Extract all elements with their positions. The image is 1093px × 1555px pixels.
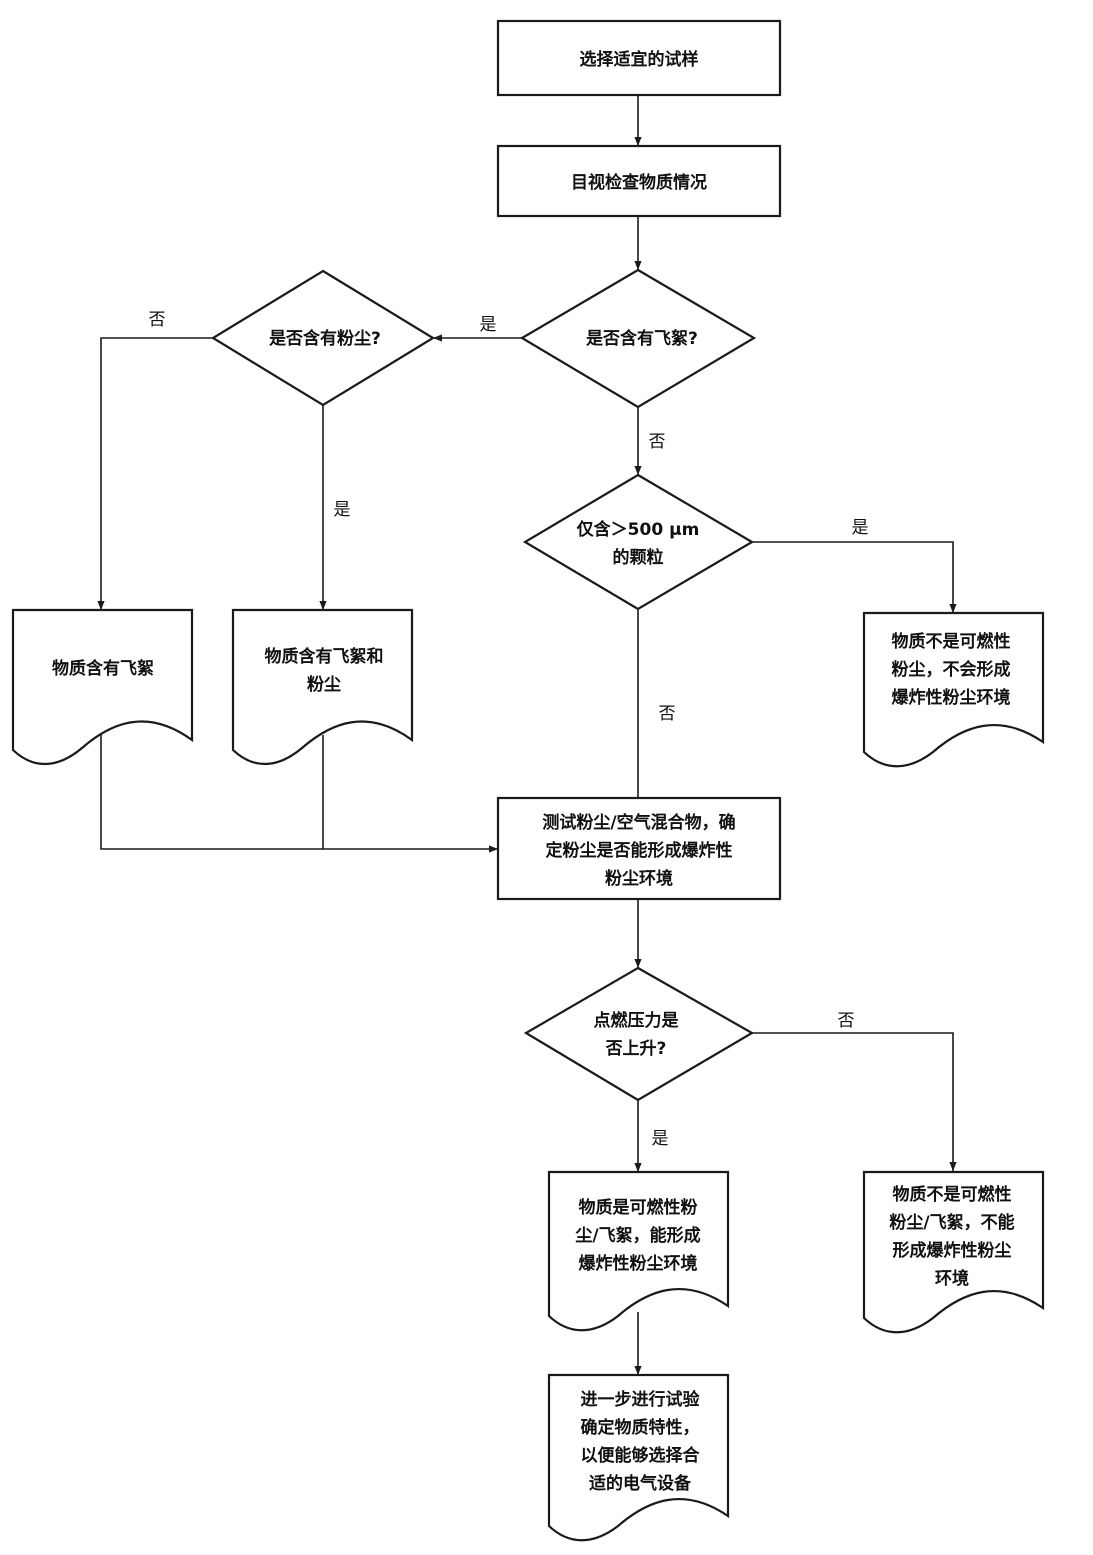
label-dust-yes: 是 bbox=[334, 500, 351, 520]
doc-not-combustible: 物质不是可燃性粉尘，不会形成爆炸性粉尘环境 bbox=[862, 611, 1045, 768]
decision-has-dust: 是否含有粉尘? bbox=[210, 269, 436, 407]
text-line: 粉尘环境 bbox=[605, 868, 673, 889]
text-line: 点燃压力是 bbox=[594, 1010, 679, 1031]
text-line: 测试粉尘/空气混合物，确 bbox=[542, 812, 735, 833]
text-line: 尘/飞絮，能形成 bbox=[575, 1225, 700, 1246]
text-line: 物质含有飞絮和 bbox=[265, 646, 384, 667]
text-line: 物质不是可燃性 bbox=[893, 1184, 1012, 1205]
doc-contains-flyings-and-dust: 物质含有飞絮和粉尘 bbox=[231, 608, 414, 766]
doc-not-combustible-2: 物质不是可燃性粉尘/飞絮，不能形成爆炸性粉尘环境 bbox=[862, 1170, 1045, 1334]
decision-has-flyings-text: 是否含有飞絮? bbox=[586, 328, 698, 349]
decision-pressure-rise: 点燃压力是否上升? bbox=[523, 966, 755, 1102]
edge-large-yes bbox=[752, 541, 957, 613]
doc-not-combustible-text: 物质不是可燃性粉尘，不会形成爆炸性粉尘环境 bbox=[892, 631, 1011, 708]
doc-not-combustible-2-text: 物质不是可燃性粉尘/飞絮，不能形成爆炸性粉尘环境 bbox=[889, 1184, 1014, 1289]
label-flyings-no: 否 bbox=[649, 432, 666, 452]
text-line: 否上升? bbox=[605, 1039, 667, 1059]
text-line: 进一步进行试验 bbox=[581, 1389, 701, 1410]
box-test-mixture-text: 测试粉尘/空气混合物，确定粉尘是否能形成爆炸性粉尘环境 bbox=[542, 812, 735, 889]
label-flyings-yes: 是 bbox=[480, 315, 497, 335]
doc-contains-flyings-and-dust-text: 物质含有飞絮和粉尘 bbox=[265, 646, 384, 695]
box-visual-inspect-text: 目视检查物质情况 bbox=[571, 172, 707, 193]
doc-not-combustible-2-shape bbox=[862, 1170, 1045, 1334]
text-line: 适的电气设备 bbox=[589, 1473, 692, 1494]
decision-has-dust-text: 是否含有粉尘? bbox=[269, 328, 381, 349]
text-line: 粉尘/飞絮，不能 bbox=[889, 1212, 1014, 1233]
doc-further-tests-text: 进一步进行试验确定物质特性， 以便能够选择合适的电气设备 bbox=[581, 1389, 701, 1494]
edge-labels: 是 否 否 是 是 否 否 是 bbox=[149, 310, 869, 1149]
decision-only-large-particles: 仅含＞500 μm 的颗粒 bbox=[522, 473, 755, 611]
decision-only-large-particles-text: 仅含＞500 μm 的颗粒 bbox=[576, 519, 700, 568]
label-large-no: 否 bbox=[659, 704, 676, 724]
doc-contains-flyings-text: 物质含有飞絮 bbox=[52, 658, 154, 679]
box-select-sample-shape bbox=[496, 19, 782, 97]
edge-dust-no bbox=[97, 337, 213, 610]
text-line: 物质不是可燃性 bbox=[892, 631, 1011, 652]
text-line: 以便能够选择合 bbox=[581, 1445, 701, 1466]
box-visual-inspect-shape bbox=[496, 144, 782, 218]
doc-combustible-shape bbox=[547, 1170, 730, 1332]
label-dust-no: 否 bbox=[149, 310, 166, 330]
text-line: 选择适宜的试样 bbox=[580, 49, 699, 70]
text-line: 粉尘，不会形成 bbox=[892, 659, 1011, 680]
decision-has-flyings-shape bbox=[519, 268, 757, 409]
decision-pressure-rise-text: 点燃压力是否上升? bbox=[594, 1010, 679, 1059]
text-line: 的颗粒 bbox=[613, 547, 664, 568]
text-line: 物质含有飞絮 bbox=[52, 658, 154, 679]
doc-further-tests: 进一步进行试验确定物质特性， 以便能够选择合适的电气设备 bbox=[547, 1373, 730, 1542]
text-line: 爆炸性粉尘环境 bbox=[892, 687, 1011, 708]
text-line: 形成爆炸性粉尘 bbox=[893, 1240, 1012, 1261]
box-test-mixture-shape bbox=[496, 796, 782, 901]
label-pressure-yes: 是 bbox=[652, 1129, 669, 1149]
text-line: 是否含有飞絮? bbox=[586, 328, 698, 349]
edge-pressure-no bbox=[752, 1032, 957, 1171]
box-select-sample: 选择适宜的试样 bbox=[496, 19, 782, 97]
decision-pressure-rise-shape bbox=[523, 966, 755, 1102]
text-line: 定粉尘是否能形成爆炸性 bbox=[546, 840, 733, 861]
doc-combustible: 物质是可燃性粉尘/飞絮，能形成爆炸性粉尘环境 bbox=[547, 1170, 730, 1332]
text-line: 爆炸性粉尘环境 bbox=[579, 1253, 698, 1274]
decision-has-flyings: 是否含有飞絮? bbox=[519, 268, 757, 409]
doc-contains-flyings-and-dust-shape bbox=[231, 608, 414, 766]
box-test-mixture: 测试粉尘/空气混合物，确定粉尘是否能形成爆炸性粉尘环境 bbox=[496, 796, 782, 901]
text-line: 仅含＞500 μm bbox=[576, 519, 700, 540]
box-select-sample-text: 选择适宜的试样 bbox=[580, 49, 699, 70]
text-line: 粉尘 bbox=[307, 674, 341, 695]
label-large-yes: 是 bbox=[852, 518, 869, 538]
text-line: 环境 bbox=[935, 1268, 969, 1289]
text-line: 物质是可燃性粉 bbox=[579, 1197, 698, 1218]
decision-only-large-particles-shape bbox=[522, 473, 755, 611]
doc-not-combustible-shape bbox=[862, 611, 1045, 768]
connectors bbox=[97, 95, 957, 1375]
text-line: 目视检查物质情况 bbox=[571, 172, 707, 193]
doc-combustible-text: 物质是可燃性粉尘/飞絮，能形成爆炸性粉尘环境 bbox=[575, 1197, 700, 1274]
doc-contains-flyings-shape bbox=[11, 608, 194, 766]
text-line: 是否含有粉尘? bbox=[269, 328, 381, 349]
doc-contains-flyings: 物质含有飞絮 bbox=[11, 608, 194, 766]
doc-further-tests-shape bbox=[547, 1373, 730, 1542]
decision-has-dust-shape bbox=[210, 269, 436, 407]
label-pressure-no: 否 bbox=[838, 1011, 855, 1031]
text-line: 确定物质特性， bbox=[581, 1417, 700, 1438]
edge-flyings-to-test bbox=[100, 735, 498, 853]
box-visual-inspect: 目视检查物质情况 bbox=[496, 144, 782, 218]
